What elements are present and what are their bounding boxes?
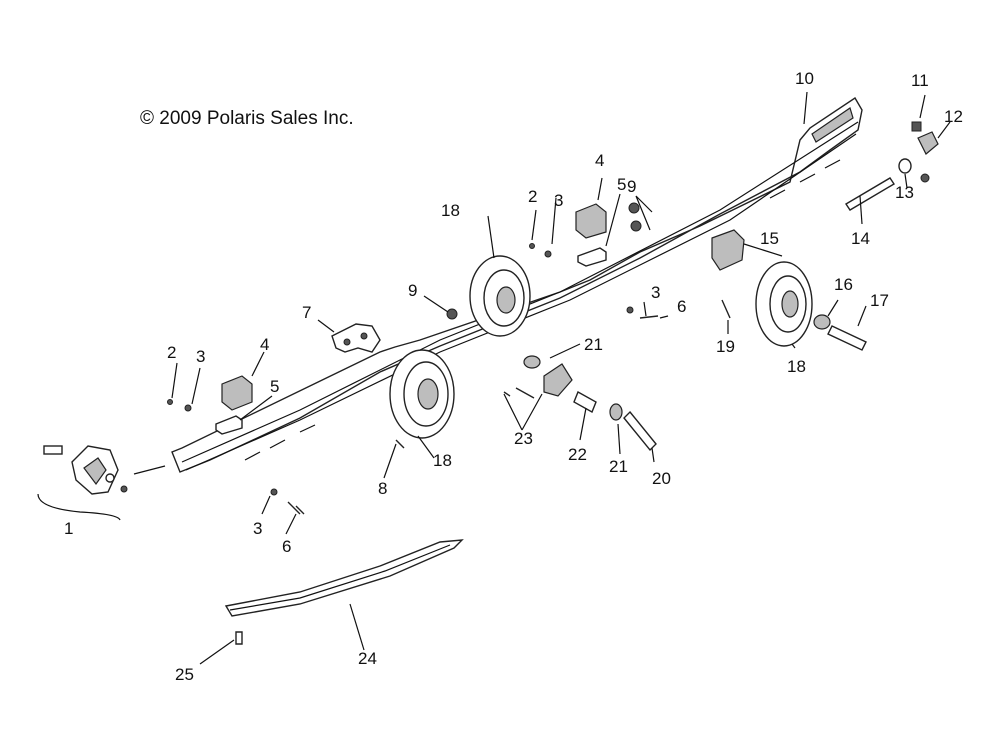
callout-2: 2 bbox=[167, 343, 176, 362]
callout-8: 8 bbox=[378, 479, 387, 498]
hardware-parts bbox=[167, 121, 939, 515]
runner-screw bbox=[235, 631, 243, 645]
callout-18: 18 bbox=[433, 451, 452, 470]
callout-21: 21 bbox=[584, 335, 603, 354]
callout-11: 11 bbox=[911, 71, 929, 90]
callout-16: 16 bbox=[834, 275, 853, 294]
callout-5: 5 bbox=[617, 175, 626, 194]
callout-19: 19 bbox=[716, 337, 735, 356]
callout-6: 6 bbox=[282, 537, 291, 556]
callout-3: 3 bbox=[196, 347, 205, 366]
callout-15: 15 bbox=[760, 229, 779, 248]
idler-wheel-middle bbox=[469, 255, 531, 337]
callout-18: 18 bbox=[441, 201, 460, 220]
callout-4: 4 bbox=[260, 335, 269, 354]
callout-9: 9 bbox=[408, 281, 417, 300]
callout-24: 24 bbox=[358, 649, 377, 668]
suspension-rail bbox=[171, 97, 863, 473]
callout-6: 6 bbox=[677, 297, 686, 316]
leader-lines bbox=[37, 91, 951, 665]
rail-tip-assembly bbox=[43, 445, 128, 495]
callout-22: 22 bbox=[568, 445, 587, 464]
callout-3: 3 bbox=[253, 519, 262, 538]
wear-strip-runner bbox=[224, 539, 464, 617]
callout-3: 3 bbox=[554, 191, 563, 210]
callout-12: 12 bbox=[944, 107, 963, 126]
rail-bracket bbox=[331, 323, 381, 353]
callout-labels: 1 2 2 3 3 3 3 4 4 5 5 6 6 7 8 9 9 10 11 … bbox=[64, 69, 963, 684]
callout-17: 17 bbox=[870, 291, 889, 310]
idler-wheel-rear bbox=[755, 261, 813, 347]
callout-10: 10 bbox=[795, 69, 814, 88]
callout-13: 13 bbox=[895, 183, 914, 202]
callout-18: 18 bbox=[787, 357, 806, 376]
callout-1: 1 bbox=[64, 519, 73, 538]
callout-14: 14 bbox=[851, 229, 870, 248]
callout-7: 7 bbox=[302, 303, 311, 322]
wear-block-front bbox=[215, 375, 253, 435]
callout-21: 21 bbox=[609, 457, 628, 476]
callout-5: 5 bbox=[270, 377, 279, 396]
callout-25: 25 bbox=[175, 665, 194, 684]
idler-wheel-front bbox=[389, 349, 455, 439]
callout-23: 23 bbox=[514, 429, 533, 448]
callout-3: 3 bbox=[651, 283, 660, 302]
callout-4: 4 bbox=[595, 151, 604, 170]
wear-block-rear bbox=[575, 203, 607, 267]
callout-9: 9 bbox=[627, 177, 636, 196]
callout-20: 20 bbox=[652, 469, 671, 488]
copyright-notice: © 2009 Polaris Sales Inc. bbox=[140, 108, 354, 129]
callout-2: 2 bbox=[528, 187, 537, 206]
